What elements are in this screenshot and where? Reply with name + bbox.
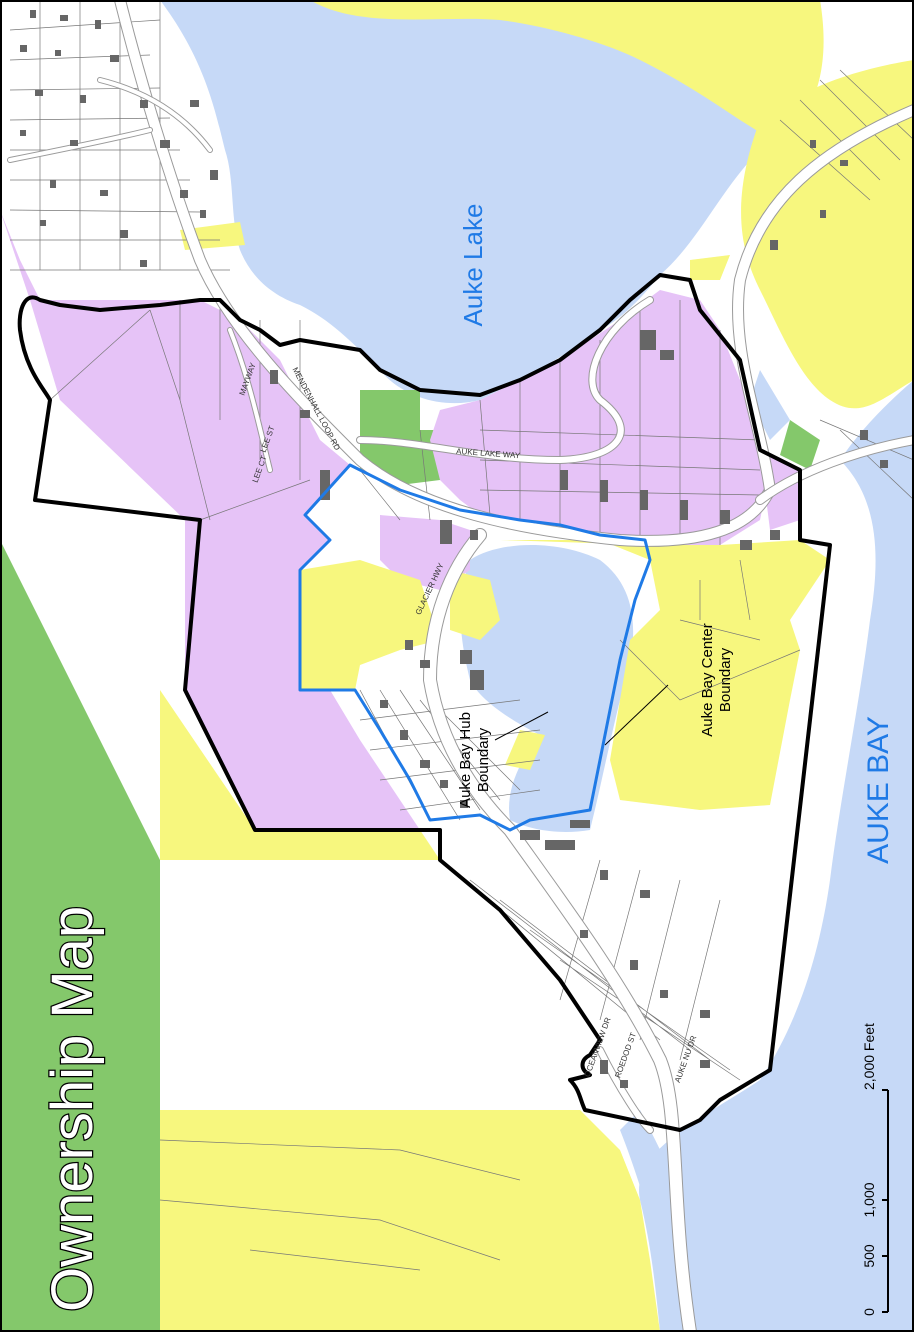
yellow-parcels: [160, 0, 914, 1332]
yellow-harbor-interior: [450, 570, 500, 640]
yellow-southwest-land: [160, 690, 440, 880]
roads: [7, 0, 914, 1332]
yellow-east-hills: [741, 60, 914, 409]
map-title: Ownership Map: [40, 906, 105, 1312]
yellow-southern-forest: [160, 1110, 660, 1332]
south-channel-water: [620, 1110, 720, 1332]
yellow-ne-lot: [690, 255, 730, 280]
yellow-pier-parcel: [505, 730, 545, 770]
center-boundary-label-line1: Auke Bay Center: [699, 623, 716, 736]
auke-bay-label: AUKE BAY: [862, 716, 895, 864]
water-layer: [160, 0, 914, 1332]
center-boundary-label-line2: Boundary: [717, 647, 734, 712]
hub-boundary-leader: [494, 711, 549, 741]
auke-bay-water: [639, 380, 914, 1332]
scale-tick-500: 500: [861, 1244, 877, 1268]
hub-boundary-label-line2: Boundary: [475, 727, 492, 792]
white-large-parcel: [160, 860, 600, 1110]
green-forest-parcel: [0, 540, 160, 1332]
scale-tick-2000: 2,000 Feet: [861, 1023, 877, 1090]
hub-boundary-label-line1: Auke Bay Hub: [457, 712, 474, 808]
yellow-northeast-shore: [310, 0, 824, 145]
scale-tick-1000: 1,000: [861, 1182, 877, 1217]
yellow-east-lot: [780, 200, 830, 240]
auke-bay-hub-boundary: [17, 273, 832, 1132]
harbor-water: [460, 545, 634, 832]
yellow-center-west: [300, 560, 440, 690]
center-boundary-leader: [604, 684, 669, 746]
auke-bay-center-boundary: [298, 463, 652, 832]
channel-water: [750, 370, 790, 440]
buildings: [20, 10, 888, 1088]
auke-lake-water: [160, 0, 822, 404]
auke-lake-label: Auke Lake: [458, 204, 488, 327]
scale-bar: 0 500 1,000 2,000 Feet: [861, 1023, 889, 1316]
green-small-parcel: [780, 420, 820, 470]
yellow-south-harbor-parcels: [500, 540, 830, 810]
scale-tick-0: 0: [861, 1308, 877, 1316]
